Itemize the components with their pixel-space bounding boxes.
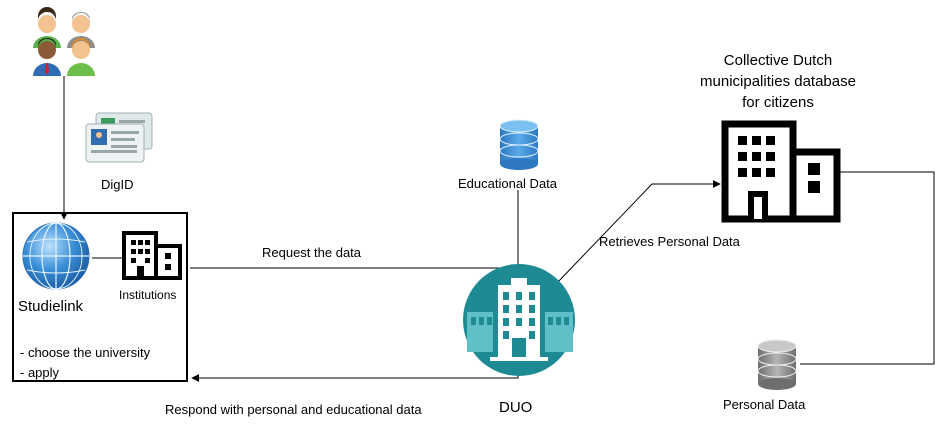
personal-data-to-municipalities-line: [800, 171, 935, 365]
users-group-icon: [33, 7, 95, 76]
educational-data-database-icon: [499, 119, 539, 170]
personal-data-database-icon: [757, 339, 797, 390]
request-data-label: Request the data: [262, 245, 362, 260]
studielink-title: Studielink: [18, 298, 84, 315]
municipalities-title-line-2: municipalities database: [700, 73, 856, 90]
retrieves-personal-data-label: Retrieves Personal Data: [599, 234, 740, 249]
studielink-step-2: - apply: [20, 365, 60, 380]
educational-data-label: Educational Data: [458, 176, 558, 191]
studielink-container: [12, 212, 188, 382]
respond-data-label: Respond with personal and educational da…: [165, 402, 422, 417]
studielink-step-1: - choose the university: [20, 345, 151, 360]
municipalities-title-line-1: Collective Dutch: [723, 52, 833, 69]
digid-label: DigID: [101, 177, 134, 192]
studielink-globe-icon: [22, 222, 90, 290]
duo-building-icon: [463, 264, 575, 376]
municipalities-building-icon: [721, 120, 841, 223]
personal-data-label: Personal Data: [723, 397, 806, 412]
duo-label: DUO: [499, 399, 533, 416]
respond-data-arrow: [191, 368, 519, 382]
institutions-label: Institutions: [119, 288, 177, 302]
institutions-building-icon: [122, 231, 182, 280]
municipalities-title-line-3: for citizens: [742, 94, 814, 111]
retrieves-personal-data-arrow: [555, 180, 721, 285]
digid-card-icon: [85, 112, 153, 163]
